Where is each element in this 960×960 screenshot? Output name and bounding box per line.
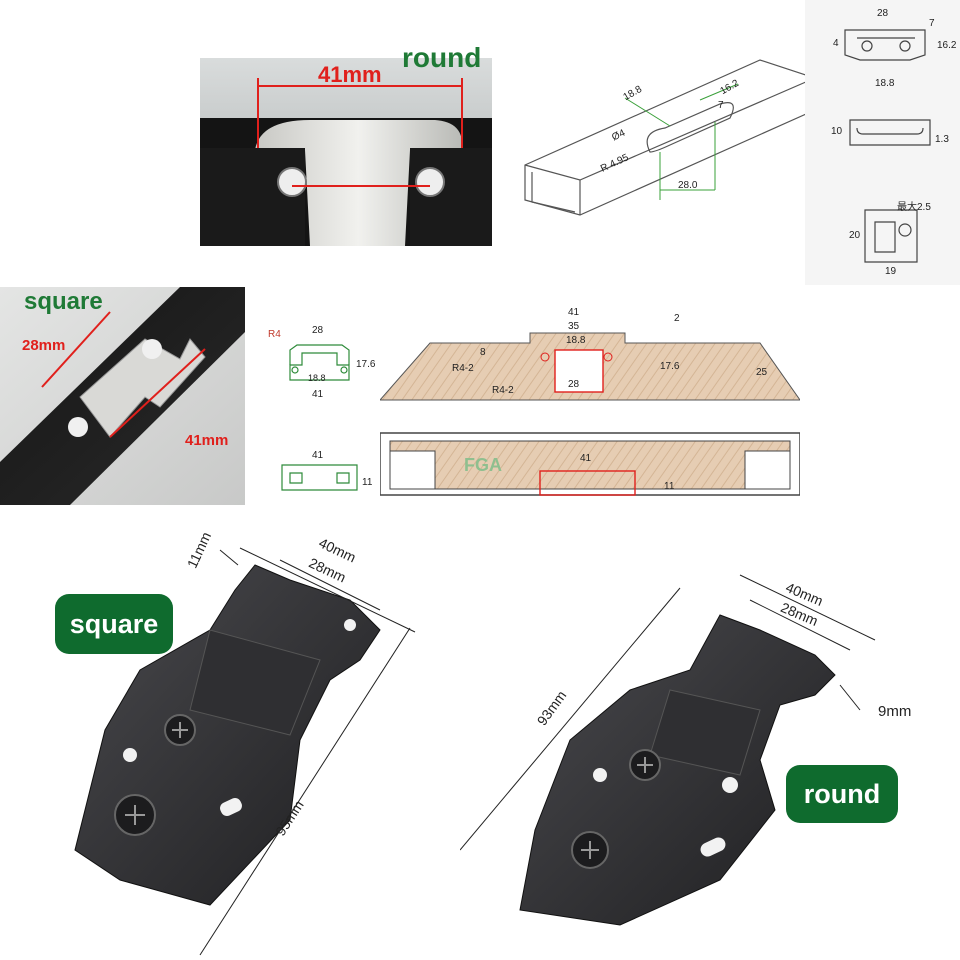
sec-dim-28: 28 bbox=[568, 379, 580, 390]
detail-bot-20: 20 bbox=[849, 230, 861, 241]
round-detail-drawings: 28 4 7 16.2 18.8 10 1.3 最大2.5 20 19 bbox=[805, 0, 960, 285]
sq-small-41: 41 bbox=[312, 389, 324, 400]
detail-mid-10: 10 bbox=[831, 126, 843, 137]
round-photo-label: round bbox=[402, 42, 482, 73]
square-photo-label: square bbox=[24, 288, 103, 315]
sec-dim-r4-2a: R4-2 bbox=[452, 363, 474, 374]
profile-dim-3: 7 bbox=[718, 100, 724, 111]
detail-mid-1-3: 1.3 bbox=[935, 134, 949, 145]
square-dim-b: 41mm bbox=[185, 432, 229, 449]
detail-top-28: 28 bbox=[877, 8, 889, 19]
detail-top-7: 7 bbox=[929, 18, 935, 29]
round-badge: round bbox=[786, 765, 898, 823]
photo-square-panel: 28mm 41mm bbox=[0, 287, 245, 505]
round-width-dim: 41mm bbox=[318, 62, 382, 87]
detail-bot-max: 最大2.5 bbox=[897, 202, 931, 213]
sec-dim-18-8: 18.8 bbox=[566, 335, 586, 346]
square-badge: square bbox=[55, 594, 173, 654]
photo-round-panel: 41mm bbox=[200, 58, 492, 246]
sq-small-17-6: 17.6 bbox=[356, 359, 376, 370]
sq-side-41: 41 bbox=[312, 450, 324, 461]
round-hinge-image bbox=[460, 574, 876, 926]
sq-small-18-8: 18.8 bbox=[308, 373, 326, 383]
plan-dim-11: 11 bbox=[664, 481, 675, 492]
detail-top-4: 4 bbox=[833, 38, 839, 49]
detail-top-16-2: 16.2 bbox=[937, 40, 957, 51]
square-dim-a: 28mm bbox=[22, 337, 66, 354]
sq-small-r4: R4 bbox=[268, 329, 281, 340]
sq-side-11: 11 bbox=[362, 477, 373, 488]
round-dim-9mm: 9mm bbox=[878, 703, 912, 720]
plan-dim-41: 41 bbox=[580, 453, 592, 464]
sec-dim-35: 35 bbox=[568, 321, 580, 332]
square-hinge-panel: 11mm 40mm 28mm 95mm bbox=[60, 520, 440, 960]
detail-top-18-8: 18.8 bbox=[875, 78, 895, 89]
profile-dim-6: 28.0 bbox=[678, 180, 698, 191]
square-hinge-image bbox=[74, 547, 416, 956]
sec-dim-2: 2 bbox=[674, 313, 680, 324]
sq-small-28: 28 bbox=[312, 325, 324, 336]
square-section-drawings: 41 35 18.8 2 8 R4-2 17.6 25 R4-2 28 41 1… bbox=[380, 305, 800, 505]
round-slot-photo bbox=[200, 58, 492, 246]
sec-dim-41: 41 bbox=[568, 307, 580, 318]
square-small-drawings: R4 28 17.6 18.8 41 41 11 bbox=[262, 305, 382, 505]
round-profile-drawing: 18.8 16.2 7 Ø4 R 4.95 28.0 bbox=[520, 40, 820, 250]
sec-dim-8: 8 bbox=[480, 347, 486, 358]
sec-dim-17-6: 17.6 bbox=[660, 361, 680, 372]
square-slot-photo bbox=[0, 287, 245, 505]
brand-logo: FGA bbox=[464, 455, 502, 475]
sec-dim-r4-2b: R4-2 bbox=[492, 385, 514, 396]
round-hinge-panel: 40mm 28mm 93mm 9mm bbox=[460, 560, 940, 940]
sec-dim-25: 25 bbox=[756, 367, 768, 378]
detail-bot-19: 19 bbox=[885, 266, 897, 277]
